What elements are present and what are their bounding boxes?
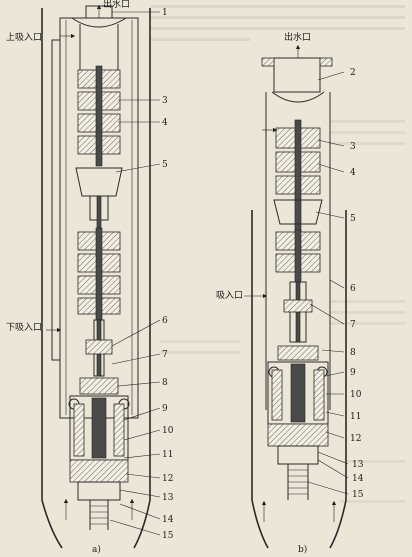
figure-b-part-4: 4	[350, 168, 356, 178]
figure-a-leaders	[109, 11, 161, 536]
figure-b-inlet-label: 吸入口	[216, 290, 243, 301]
figure-b-part-12: 12	[350, 434, 361, 444]
figure-a-part-14: 14	[162, 515, 174, 525]
figure-a-upper-inlet-label: 上吸入口	[6, 32, 42, 43]
figure-b-part-11: 11	[350, 412, 361, 422]
figure-a-part-3: 3	[162, 96, 168, 106]
figure-a-part-5: 5	[162, 160, 168, 170]
figure-a-part-15: 15	[162, 531, 174, 541]
figure-b-outlet-label: 出水口	[284, 31, 311, 43]
figure-a-part-13: 13	[162, 493, 174, 503]
figure-a-part-4: 4	[162, 118, 168, 128]
figure-a-part-11: 11	[162, 450, 173, 460]
figure-a-part-1: 1	[162, 8, 168, 18]
figure-a-part-6: 6	[162, 316, 168, 326]
figure-b-part-6: 6	[350, 284, 356, 294]
figure-b-caption: b)	[298, 544, 307, 555]
figure-b-part-14: 14	[352, 474, 364, 484]
figure-a-outlet-label: 出水口	[103, 0, 130, 10]
figure-a-part-8: 8	[162, 378, 168, 388]
figure-a-part-7: 7	[162, 350, 168, 360]
figure-b-part-3: 3	[350, 142, 356, 152]
background-text-texture	[150, 5, 405, 503]
figure-a-part-9: 9	[162, 404, 168, 414]
figure-b-part-7: 7	[350, 320, 356, 330]
figure-b-part-8: 8	[350, 348, 356, 358]
figure-b-part-2: 2	[350, 68, 356, 78]
figure-a-caption: a)	[92, 544, 101, 555]
figure-b-part-9: 9	[350, 368, 356, 378]
figure-a-part-12: 12	[162, 474, 173, 484]
figure-a-drawing	[41, 4, 151, 549]
figure-a-part-10: 10	[162, 426, 174, 436]
figure-b-leaders	[307, 71, 349, 495]
figure-b-part-13: 13	[352, 460, 364, 470]
figure-a-lower-inlet-label: 下吸入口	[6, 322, 42, 333]
figure-b-part-5: 5	[350, 214, 356, 224]
figure-b-part-10: 10	[350, 390, 362, 400]
figure-b-drawing	[244, 44, 347, 549]
figure-b-part-15: 15	[352, 490, 364, 500]
